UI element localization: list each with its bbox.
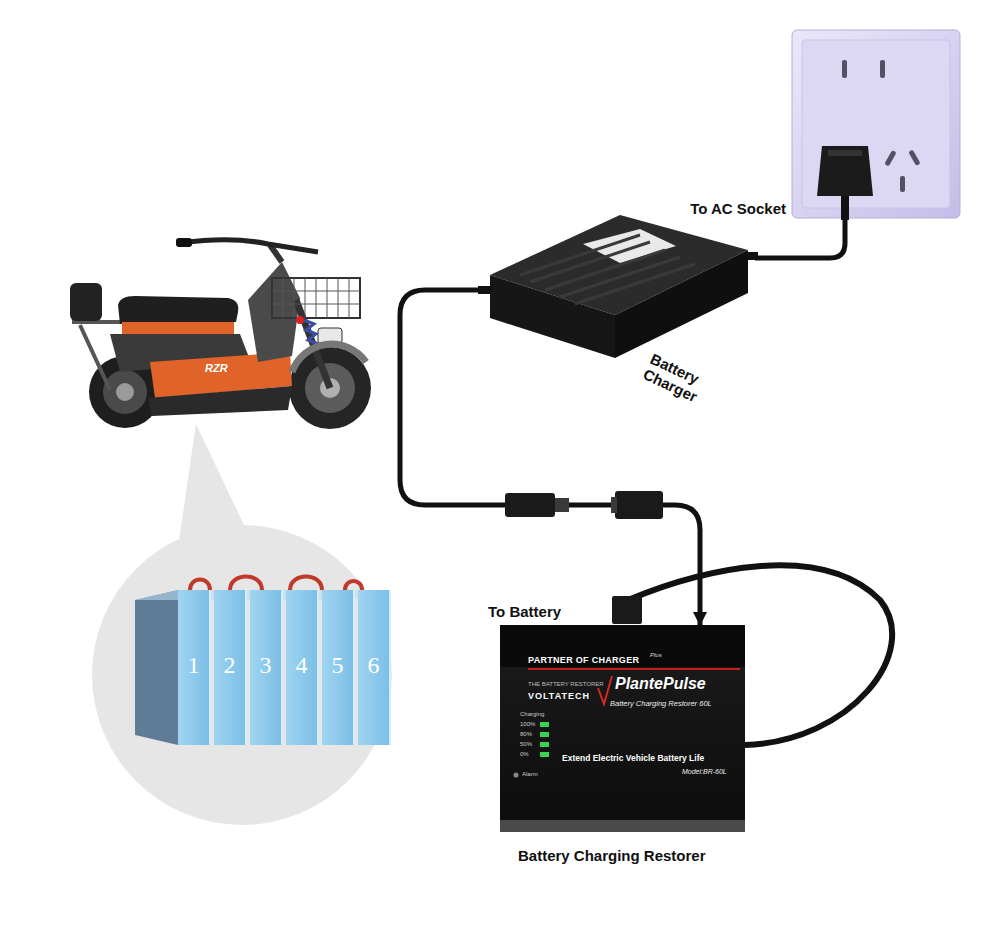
product-slogan: Extend Electric Vehicle Battery Life [562, 753, 704, 763]
restorer-body [598, 676, 612, 704]
battery-cable [612, 596, 642, 624]
restorer-body [500, 625, 745, 832]
cell-number: 6 [358, 652, 389, 679]
input-connector [611, 491, 663, 519]
charger-body [478, 286, 492, 294]
charger-label: Battery Charger [641, 350, 717, 410]
battery-cell: 2 [214, 590, 247, 745]
indicator-level: 100% [520, 721, 535, 727]
restorer-body [500, 625, 745, 823]
electric-scooter [182, 240, 318, 252]
battery-pack [345, 581, 362, 590]
electric-scooter [116, 383, 134, 401]
electric-scooter [148, 386, 292, 416]
output-plug [505, 493, 555, 517]
device-caption: Battery Charging Restorer [518, 847, 706, 864]
restorer-body [500, 820, 745, 832]
battery-charger: Battery Charger [485, 205, 755, 365]
cell-number: 4 [286, 652, 317, 679]
cell-number: 5 [322, 652, 353, 679]
wall-socket [792, 30, 960, 220]
brand-tagline: THE BATTERY RESTORER [528, 681, 604, 687]
indicator-level: 80% [520, 731, 532, 737]
direction-label: To Battery [488, 603, 561, 620]
battery-cell: 3 [250, 590, 283, 745]
electric-scooter [296, 316, 304, 324]
output-plug [555, 498, 569, 512]
restorer-body [540, 742, 549, 747]
charger-body [583, 229, 676, 263]
charger-body [520, 235, 695, 304]
electric-scooter [292, 344, 366, 372]
zoom-bubble [92, 525, 392, 825]
charger-body [478, 215, 758, 358]
indicator-level: 50% [520, 741, 532, 747]
electric-scooter [103, 370, 147, 414]
wall-socket [817, 146, 873, 196]
restorer-body [540, 752, 549, 757]
input-connector [615, 491, 663, 519]
battery-pack [190, 580, 210, 591]
restorer-body [540, 722, 549, 727]
battery-cell: 1 [178, 590, 211, 745]
wall-socket [792, 30, 960, 218]
brand-slogan: PARTNER OF CHARGER [528, 655, 639, 665]
brand-suffix: Plus [650, 652, 662, 658]
battery-pack [135, 577, 392, 746]
electric-scooter [272, 278, 360, 318]
ac-socket: To AC Socket [792, 30, 960, 218]
battery-pack [290, 577, 322, 591]
zoom-bubble [92, 424, 392, 825]
brand-decal: RZR [205, 362, 228, 374]
indicator-level: 0% [520, 751, 529, 757]
battery-charging-restorer: PARTNER OF CHARGER PlusTHE BATTERY RESTOR… [500, 625, 745, 820]
electric-scooter [122, 322, 234, 334]
wall-socket [900, 176, 905, 192]
cell-number: 3 [250, 652, 281, 679]
wall-socket [842, 60, 847, 78]
power-cable [755, 218, 845, 258]
electric-scooter [176, 238, 192, 247]
product-logo: PlantePulse [615, 675, 706, 693]
alarm-label: Alarm [522, 771, 538, 777]
battery-cell: 4 [286, 590, 319, 745]
cell-number: 1 [178, 652, 209, 679]
cell-number: 2 [214, 652, 245, 679]
battery-pack [135, 590, 178, 745]
socket-label: To AC Socket [690, 200, 786, 217]
battery-cell: 5 [322, 590, 355, 745]
product-name: Battery Charging Restorer 60L [610, 699, 712, 708]
battery-pack [230, 577, 262, 591]
wall-socket [802, 40, 950, 208]
restorer-body [500, 625, 745, 667]
electric-scooter [70, 238, 371, 429]
wall-socket [880, 60, 885, 78]
model-number: Model:BR-60L [682, 768, 727, 775]
wall-socket [884, 150, 896, 166]
indicator-title: Charging [520, 711, 544, 717]
battery-cell: 6 [358, 590, 391, 745]
wall-socket [908, 150, 920, 166]
charger-body [615, 250, 748, 358]
restorer-body [514, 773, 519, 778]
wall-socket [841, 196, 849, 220]
power-cable [400, 290, 700, 625]
electric-scooter [118, 296, 238, 324]
restorer-body [528, 668, 740, 670]
electric-scooter [272, 278, 360, 318]
wall-socket [828, 150, 862, 156]
restorer-body [540, 732, 549, 737]
maker-name: VOLTATECH [528, 691, 590, 701]
input-connector [611, 497, 617, 513]
electric-scooter [70, 283, 102, 321]
output-plug [505, 493, 569, 517]
charger-body [748, 252, 758, 260]
